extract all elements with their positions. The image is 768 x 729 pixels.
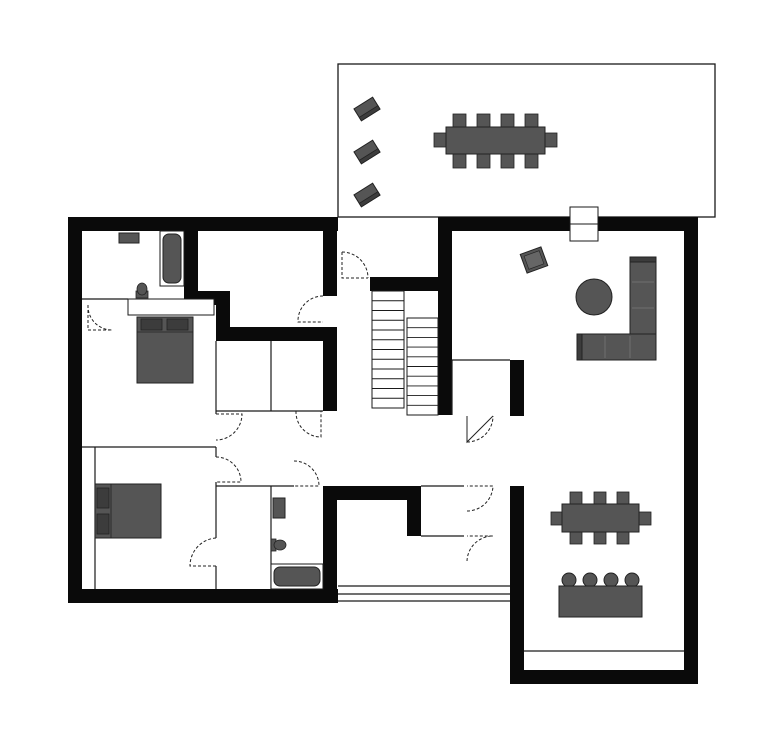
window-icon xyxy=(569,206,599,242)
wall-icon xyxy=(184,231,524,603)
bedroom-1 xyxy=(136,316,194,384)
bed-icon xyxy=(94,483,162,539)
sofa-icon xyxy=(576,256,657,361)
sink-icon xyxy=(272,497,286,519)
partition-lines xyxy=(82,298,684,652)
lounge-chair-icon xyxy=(353,139,381,165)
lounge-chair-icon xyxy=(353,182,381,208)
dining-area xyxy=(550,491,652,618)
wall-icon xyxy=(68,217,698,684)
lounge-chair-icon xyxy=(353,96,381,122)
sink-icon xyxy=(127,298,215,316)
armchair-icon xyxy=(519,246,549,274)
round-table-icon xyxy=(575,278,613,316)
door-icon xyxy=(87,251,494,567)
terrace xyxy=(337,63,716,218)
toilet-icon xyxy=(270,538,287,552)
bed-icon xyxy=(136,316,194,384)
sideboard-icon xyxy=(558,572,643,618)
bathtub-icon xyxy=(270,563,324,590)
bedroom-2 xyxy=(94,483,162,539)
shower-room xyxy=(270,497,324,590)
dining-table-icon xyxy=(550,491,652,545)
toilet-icon xyxy=(135,282,149,299)
stair-icon xyxy=(371,290,439,416)
living-room xyxy=(519,246,657,361)
bathtub-icon xyxy=(159,230,185,287)
dining-table-icon xyxy=(433,113,558,169)
bathroom xyxy=(118,230,215,316)
shelf-icon xyxy=(118,232,140,244)
